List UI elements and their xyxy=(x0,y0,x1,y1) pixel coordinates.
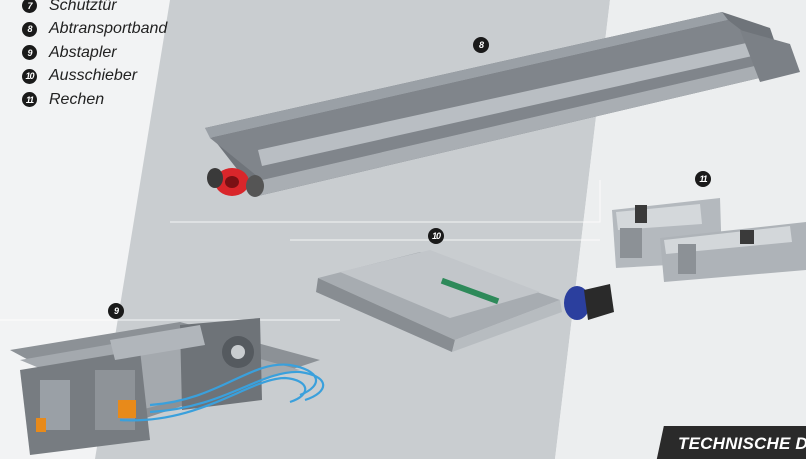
legend-item: 7 Schutztür xyxy=(22,0,167,18)
blue-motor-icon xyxy=(564,284,614,320)
callout-stacker: 9 xyxy=(108,303,124,319)
legend-list: 7 Schutztür 8 Abtransportband 9 Abstaple… xyxy=(22,0,167,112)
section-banner-text: TECHNISCHE D xyxy=(678,434,806,453)
blue-hoses xyxy=(119,363,325,422)
legend-label: Schutztür xyxy=(49,0,117,14)
guide-lines xyxy=(0,180,601,321)
conveyor-belt-illustration xyxy=(205,12,800,197)
legend-label: Abtransportband xyxy=(49,20,168,38)
callout-conveyor: 8 xyxy=(473,37,489,53)
legend-label: Abstapler xyxy=(49,43,117,61)
number-badge-icon: 7 xyxy=(22,0,37,14)
rake-illustration xyxy=(612,198,806,282)
stacker-illustration xyxy=(10,318,325,455)
number-badge-icon: 11 xyxy=(22,92,37,108)
legend-item: 10 Ausschieber xyxy=(22,65,167,89)
legend-label: Rechen xyxy=(49,90,105,108)
number-badge-icon: 10 xyxy=(22,68,37,84)
legend-label: Ausschieber xyxy=(49,67,138,85)
number-badge-icon: 9 xyxy=(22,45,37,61)
legend-item: 9 Abstapler xyxy=(22,41,167,65)
pusher-illustration xyxy=(316,250,614,352)
red-roller-icon xyxy=(207,168,264,197)
callout-rake: 11 xyxy=(695,171,711,187)
legend-item: 11 Rechen xyxy=(22,88,167,112)
callout-pusher: 10 xyxy=(428,228,444,244)
orange-valve-icon xyxy=(118,400,136,418)
legend-item: 8 Abtransportband xyxy=(22,18,167,42)
number-badge-icon: 8 xyxy=(22,21,37,37)
